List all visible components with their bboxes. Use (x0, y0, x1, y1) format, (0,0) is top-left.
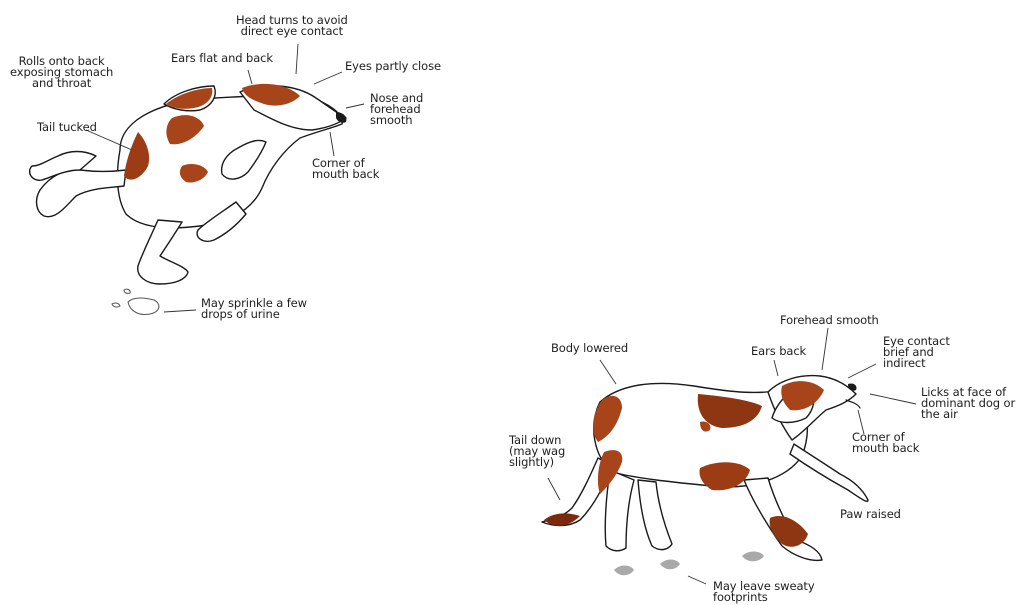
label-rolls-onto-back: Rolls onto back exposing stomach and thr… (10, 56, 113, 89)
lowered-dog-illustration (542, 376, 868, 576)
label-eye-contact: Eye contact brief and indirect (883, 336, 950, 369)
label-corner-of-mouth-bottom: Corner of mouth back (852, 432, 919, 454)
rolled-dog-illustration (30, 84, 347, 315)
label-head-turns: Head turns to avoid direct eye contact (236, 15, 348, 37)
label-urine: May sprinkle a few drops of urine (201, 298, 307, 320)
label-corner-of-mouth-top: Corner of mouth back (312, 158, 379, 180)
label-paw-raised: Paw raised (840, 509, 901, 520)
label-ears-back: Ears back (751, 346, 806, 357)
label-licks-face: Licks at face of dominant dog or the air (921, 387, 1015, 420)
label-tail-tucked: Tail tucked (37, 122, 97, 133)
label-tail-down: Tail down (may wag slightly) (509, 435, 565, 468)
label-body-lowered: Body lowered (551, 343, 628, 354)
label-nose-forehead: Nose and forehead smooth (370, 93, 423, 126)
label-eyes-partly-close: Eyes partly close (345, 61, 441, 72)
label-forehead-smooth: Forehead smooth (780, 315, 879, 326)
label-ears-flat: Ears flat and back (171, 53, 273, 64)
label-sweaty-footprints: May leave sweaty footprints (713, 581, 815, 603)
